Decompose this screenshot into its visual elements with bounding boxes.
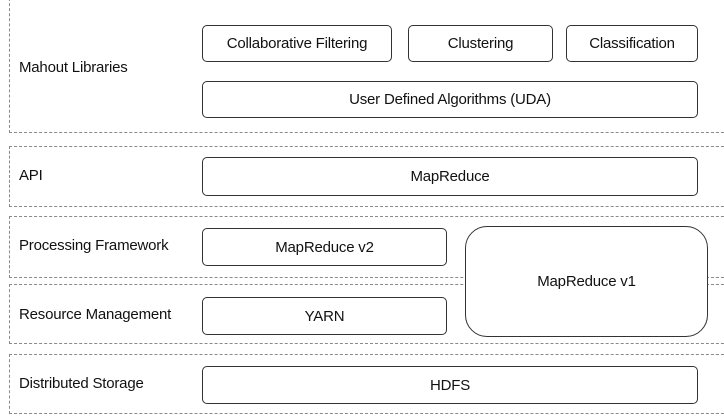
layer-label-resource-management: Resource Management: [19, 306, 172, 323]
mapreduce-v2-box: MapReduce v2: [202, 228, 447, 266]
classification-box: Classification: [566, 25, 698, 62]
hdfs-box: HDFS: [202, 366, 698, 404]
uda-box: User Defined Algorithms (UDA): [202, 81, 698, 118]
mapreduce-v1-box: MapReduce v1: [465, 226, 708, 337]
mapreduce-api-box: MapReduce: [202, 157, 698, 196]
layer-label-distributed-storage: Distributed Storage: [19, 375, 144, 392]
clustering-box: Clustering: [408, 25, 553, 62]
layer-label-processing-framework: Processing Framework: [19, 237, 169, 254]
yarn-box: YARN: [202, 297, 447, 335]
layer-label-api: API: [19, 167, 43, 184]
layer-label-mahout-libraries: Mahout Libraries: [19, 59, 128, 76]
collaborative-filtering-box: Collaborative Filtering: [202, 25, 392, 62]
